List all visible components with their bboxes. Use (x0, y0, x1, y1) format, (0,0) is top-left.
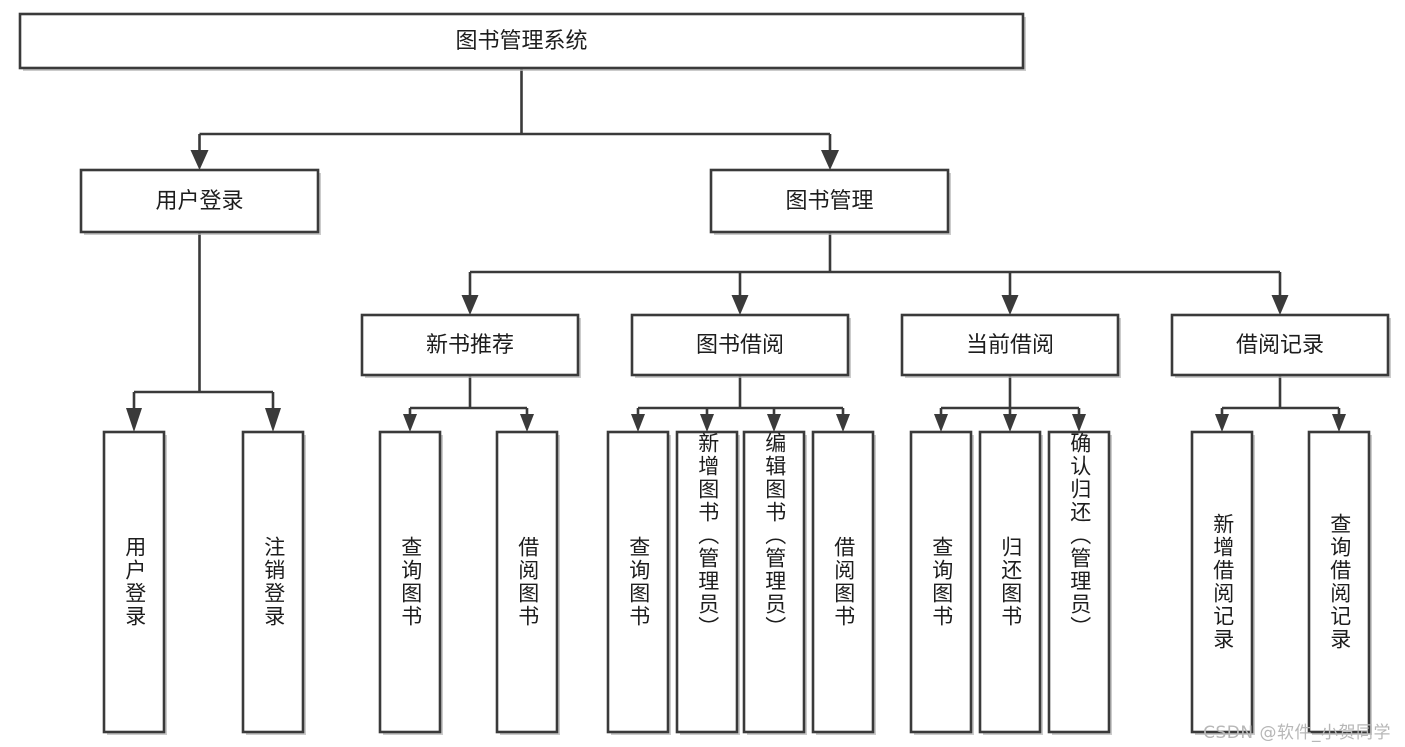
connector-group-book-management (461, 232, 1289, 315)
node-book-management[interactable]: 图书管理 (709, 168, 951, 235)
node-box (675, 430, 739, 734)
leaf-box-confirm-return[interactable] (1047, 430, 1112, 735)
arrowhead-leaf-query-book-1 (403, 414, 417, 432)
node-label: 用户登录 (155, 189, 243, 214)
leaf-box-borrow-book-2[interactable] (811, 430, 876, 735)
node-label: 新书推荐 (426, 333, 514, 358)
leaf-box-query-book-3[interactable] (909, 430, 974, 735)
leaf-box-borrow-book-1[interactable] (495, 430, 560, 735)
arrowhead-leaf-query-book-2 (631, 414, 645, 432)
arrowhead-book-management (821, 150, 839, 170)
node-box (1170, 313, 1390, 377)
arrowhead-new-book-recommend (461, 295, 479, 315)
connector-group-current-borrow (934, 375, 1086, 432)
connector-group-new-book-recommend (403, 375, 534, 432)
node-box (79, 168, 320, 234)
node-box (102, 430, 166, 734)
arrowhead-book-borrow (731, 295, 749, 315)
leaf-box-logout-login[interactable] (241, 430, 306, 735)
node-box (900, 313, 1120, 377)
arrowhead-leaf-logout-login (265, 408, 281, 432)
connector-group-root (190, 68, 839, 170)
arrowhead-leaf-add-record (1215, 414, 1229, 432)
node-box (495, 430, 559, 734)
node-box (606, 430, 670, 734)
arrowhead-leaf-query-book-3 (934, 414, 948, 432)
node-box (18, 12, 1025, 70)
node-box (909, 430, 973, 734)
node-box (1190, 430, 1254, 734)
node-box (709, 168, 950, 234)
arrowhead-leaf-query-record (1332, 414, 1346, 432)
arrowhead-leaf-add-book (700, 414, 714, 432)
arrowhead-leaf-user-login (126, 408, 142, 432)
node-box (811, 430, 875, 734)
leaf-box-edit-book[interactable] (742, 430, 807, 735)
arrowhead-current-borrow (1001, 295, 1019, 315)
arrowhead-user-login (190, 150, 209, 170)
arrowhead-leaf-confirm-return (1072, 414, 1086, 432)
node-book-borrow[interactable]: 图书借阅 (630, 313, 851, 378)
node-label: 图书管理系统 (455, 29, 587, 54)
node-box (378, 430, 442, 734)
leaf-box-user-login[interactable] (102, 430, 167, 735)
node-label: 图书借阅 (696, 333, 784, 358)
leaf-box-query-book-2[interactable] (606, 430, 671, 735)
leaf-box-query-book-1[interactable] (378, 430, 443, 735)
arrowhead-leaf-edit-book (767, 414, 781, 432)
node-current-borrow[interactable]: 当前借阅 (900, 313, 1121, 378)
arrowhead-leaf-borrow-book-1 (520, 414, 534, 432)
leaf-box-query-record[interactable] (1307, 430, 1372, 735)
connector-group-borrow-record (1215, 375, 1346, 432)
node-box (630, 313, 850, 377)
arrowhead-leaf-borrow-book-2 (836, 414, 850, 432)
arrowhead-borrow-record (1271, 295, 1289, 315)
node-box (241, 430, 305, 734)
leaf-box-add-book[interactable] (675, 430, 740, 735)
node-new-book-recommend[interactable]: 新书推荐 (360, 313, 581, 378)
node-book-management-system[interactable]: 图书管理系统 (18, 12, 1026, 71)
node-box (978, 430, 1042, 734)
connector-group-book-borrow (631, 375, 850, 432)
node-label: 图书管理 (785, 189, 873, 214)
node-label: 借阅记录 (1236, 333, 1324, 358)
leaf-box-return-book[interactable] (978, 430, 1043, 735)
node-box (742, 430, 806, 734)
leaf-box-add-record[interactable] (1190, 430, 1255, 735)
node-label: 当前借阅 (966, 333, 1054, 358)
node-box (360, 313, 580, 377)
arrowhead-leaf-return-book (1003, 414, 1017, 432)
node-box (1307, 430, 1371, 734)
connector-group-user-login (126, 232, 281, 432)
node-borrow-record[interactable]: 借阅记录 (1170, 313, 1391, 378)
node-user-login[interactable]: 用户登录 (79, 168, 321, 235)
node-box (1047, 430, 1111, 734)
